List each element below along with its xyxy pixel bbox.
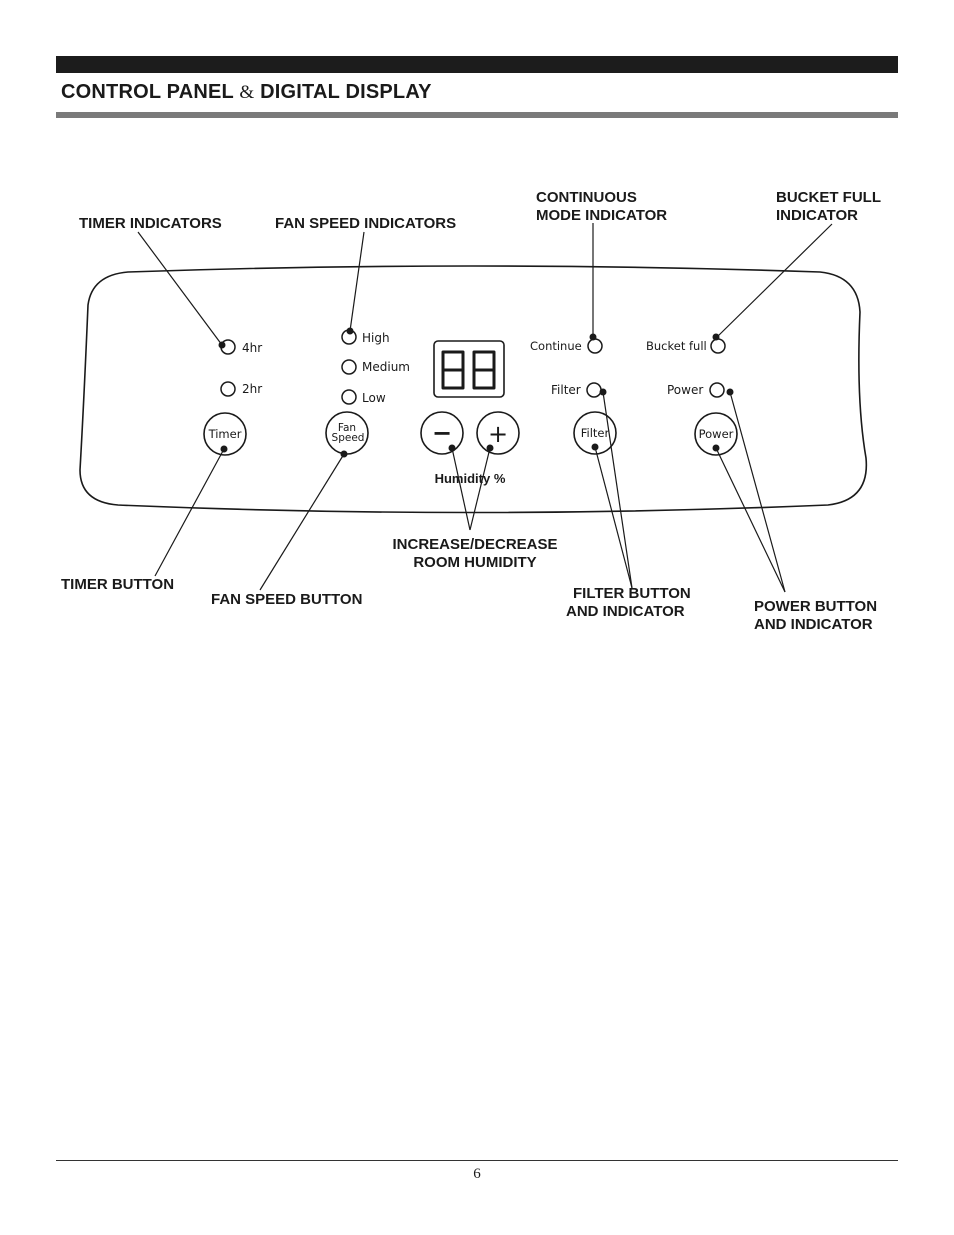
- increase-humidity-button[interactable]: +: [476, 411, 520, 455]
- title-ampersand: &: [239, 82, 255, 103]
- timer-button[interactable]: Timer: [203, 412, 247, 456]
- leader-dots: [218, 327, 734, 458]
- callout-fan-speed-indicators: FAN SPEED INDICATORS: [275, 215, 456, 232]
- header-bar: [56, 56, 898, 73]
- fan-button-label-1: Fan: [338, 422, 356, 434]
- label-filter: Filter: [551, 383, 581, 397]
- filter-led: [586, 382, 602, 398]
- power-button-label: Power: [699, 427, 734, 441]
- fan-button-label-2: Speed: [332, 432, 365, 444]
- label-fan-medium: Medium: [362, 360, 410, 374]
- label-bucket-full: Bucket full: [646, 339, 707, 353]
- panel-outline: [79, 265, 868, 514]
- label-2hr: 2hr: [242, 382, 262, 396]
- seven-segment-digit-2: [472, 350, 496, 390]
- humidity-label: Humidity %: [435, 471, 506, 486]
- label-4hr: 4hr: [242, 341, 262, 355]
- power-button[interactable]: Power: [694, 412, 738, 456]
- power-led: [709, 382, 725, 398]
- filter-button[interactable]: Filter: [573, 411, 617, 455]
- callout-filter-1: FILTER BUTTON: [573, 585, 691, 602]
- label-power: Power: [667, 383, 703, 397]
- digital-display: [433, 340, 505, 398]
- fan-medium-led: [341, 359, 357, 375]
- label-fan-low: Low: [362, 391, 386, 405]
- decrease-humidity-button[interactable]: −: [420, 411, 464, 455]
- callout-filter-2: AND INDICATOR: [566, 603, 685, 620]
- footer-rule: [56, 1160, 898, 1161]
- callout-continuous-2: MODE INDICATOR: [536, 207, 667, 224]
- callout-humidity-1: INCREASE/DECREASE: [392, 536, 557, 553]
- leader-lines: [137, 223, 833, 593]
- callout-power-2: AND INDICATOR: [754, 616, 873, 633]
- fan-speed-button[interactable]: Fan Speed: [325, 411, 369, 455]
- title-part1: CONTROL PANEL: [61, 81, 234, 103]
- header-rule: [56, 112, 898, 118]
- callout-power-1: POWER BUTTON: [754, 598, 877, 615]
- page-number: 6: [473, 1166, 481, 1182]
- plus-icon: +: [488, 420, 508, 448]
- callout-fan-speed-button: FAN SPEED BUTTON: [211, 591, 362, 608]
- minus-icon: −: [432, 419, 452, 447]
- callout-continuous-1: CONTINUOUS: [536, 189, 637, 206]
- label-fan-high: High: [362, 331, 390, 345]
- fan-low-led: [341, 389, 357, 405]
- continue-led: [587, 338, 603, 354]
- page-title: CONTROL PANEL & DIGITAL DISPLAY: [61, 81, 432, 104]
- seven-segment-digit-1: [441, 350, 465, 390]
- timer-button-label: Timer: [208, 427, 242, 441]
- label-continue: Continue: [530, 339, 582, 353]
- title-part2: DIGITAL DISPLAY: [260, 81, 432, 103]
- indicator-2hr-led: [220, 381, 236, 397]
- callout-timer-button: TIMER BUTTON: [61, 576, 174, 593]
- callout-timer-indicators: TIMER INDICATORS: [79, 215, 222, 232]
- callout-bucket-1: BUCKET FULL: [776, 189, 881, 206]
- callout-humidity-2: ROOM HUMIDITY: [413, 554, 536, 571]
- bucket-full-led: [710, 338, 726, 354]
- callout-bucket-2: INDICATOR: [776, 207, 858, 224]
- filter-button-label: Filter: [581, 426, 610, 440]
